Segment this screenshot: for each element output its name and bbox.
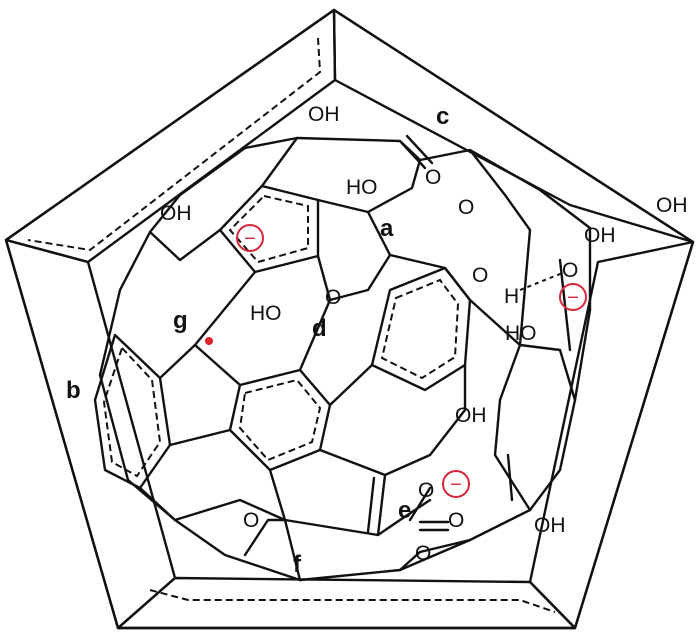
label-oh-bottom-right: OH	[534, 514, 566, 537]
bond-d-center	[298, 298, 332, 372]
svg-text:−: −	[567, 287, 579, 309]
bond-e-double	[366, 476, 376, 534]
bond-center-right	[328, 363, 374, 407]
label-o-epoxide-f: O	[243, 509, 259, 532]
negative-charge-right: −	[559, 283, 587, 311]
site-a-label: a	[380, 215, 394, 242]
hexagon-right	[370, 266, 472, 392]
atom-labels: OH HO OH HO O O O O H O OH OH HO OH O O …	[160, 103, 688, 565]
charges: − − −	[205, 224, 587, 498]
label-o-carboxylate: O	[418, 479, 434, 502]
bond-d-o-link	[316, 253, 392, 302]
hexagon-left-dashed	[102, 346, 162, 478]
radical-dot	[205, 337, 213, 345]
cage-skeleton	[93, 134, 592, 582]
bond-right-double	[506, 453, 514, 502]
bond-g-center	[193, 343, 242, 387]
hydrogen-bond	[519, 271, 566, 291]
bond-right-oh	[468, 298, 577, 402]
label-o-epoxide-right: O	[458, 196, 474, 219]
ether-bottom	[398, 538, 472, 572]
pentagon-top-left	[218, 184, 320, 274]
bond-lower-right	[318, 363, 467, 477]
label-ho-right: HO	[505, 322, 537, 345]
rim-bottom-left	[98, 373, 302, 582]
bond-e-down	[376, 473, 387, 537]
frame-dashed-band-top-left	[27, 37, 322, 252]
carbonyl-c	[398, 139, 427, 170]
epoxide-f	[243, 518, 287, 557]
frame-dashed-band-bottom	[149, 589, 556, 613]
label-oh-top: OH	[308, 103, 340, 126]
label-o-hbond-acceptor: O	[562, 259, 578, 282]
carbonyl-c-double	[405, 134, 434, 165]
label-o-hbond: O	[472, 264, 488, 287]
bond-top-oh	[260, 136, 299, 188]
hexagon-right-dashed	[380, 278, 460, 380]
frame-right-face	[528, 240, 695, 630]
label-o-ether: O	[415, 542, 431, 565]
outer-frame	[4, 8, 695, 630]
bond-oh-left	[148, 228, 222, 262]
carboxylate-co	[408, 486, 432, 522]
outer-pentagon	[4, 8, 695, 630]
label-h-hbond: H	[504, 285, 519, 308]
site-d-label: d	[312, 315, 327, 342]
label-o-carboxylate-2: O	[448, 509, 464, 532]
hexagon-center-dashed	[238, 378, 322, 462]
bond-left-center	[168, 428, 232, 447]
label-oh-far-right: OH	[656, 194, 688, 217]
svg-text:−: −	[244, 228, 256, 250]
label-oh-right: OH	[584, 224, 616, 247]
bond-right-lower	[493, 343, 532, 512]
site-g-label: g	[173, 307, 188, 334]
frame-left-face	[4, 238, 177, 630]
site-labels: a b c d e f g	[66, 103, 449, 578]
negative-charge-carboxylate: −	[442, 470, 470, 498]
svg-text:−: −	[450, 474, 462, 496]
rim-right	[298, 226, 592, 582]
rim-top	[243, 136, 592, 230]
site-e-label: e	[398, 497, 411, 524]
label-ho-a: HO	[346, 176, 378, 199]
label-ho-d: HO	[250, 302, 282, 325]
pentagon-top-left-dashed	[228, 194, 309, 264]
label-o-carbonyl: O	[425, 166, 441, 189]
label-oh-lower-right: OH	[455, 404, 487, 427]
site-c-label: c	[436, 103, 449, 130]
bond-right-double-2	[558, 258, 572, 352]
negative-charge-top-left: −	[236, 224, 264, 252]
site-b-label: b	[66, 377, 81, 404]
bond-lower-left	[138, 486, 287, 522]
site-f-label: f	[293, 551, 302, 578]
frame-bottom-face	[116, 576, 577, 630]
bond-epoxide-right	[468, 148, 532, 347]
label-oh-left: OH	[160, 202, 192, 225]
label-o-d: O	[325, 286, 341, 309]
bond-a-top	[316, 158, 422, 214]
